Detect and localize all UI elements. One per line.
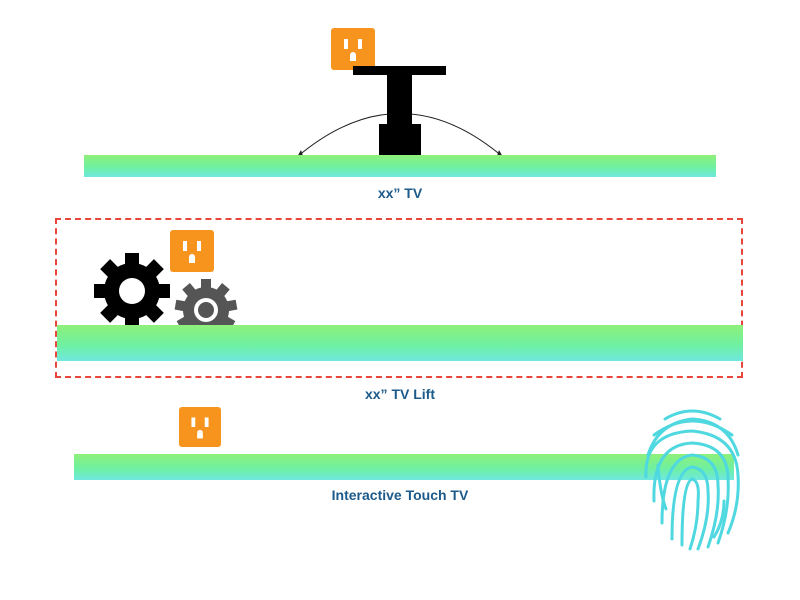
tv-lift-panel xyxy=(57,325,743,361)
touch-tv-caption: Interactive Touch TV xyxy=(331,487,469,503)
tv-lift-frame xyxy=(55,218,743,378)
tv-caption: xx” TV xyxy=(377,185,423,201)
power-outlet-icon xyxy=(331,28,375,70)
touch-tv-panel xyxy=(74,454,734,480)
tv-lift-caption: xx” TV Lift xyxy=(364,386,435,402)
gear-icon xyxy=(94,253,170,329)
fingerprint-icon xyxy=(644,409,740,551)
power-outlet-icon xyxy=(179,407,221,447)
tv-panel xyxy=(84,155,716,177)
power-outlet-icon xyxy=(170,230,214,272)
